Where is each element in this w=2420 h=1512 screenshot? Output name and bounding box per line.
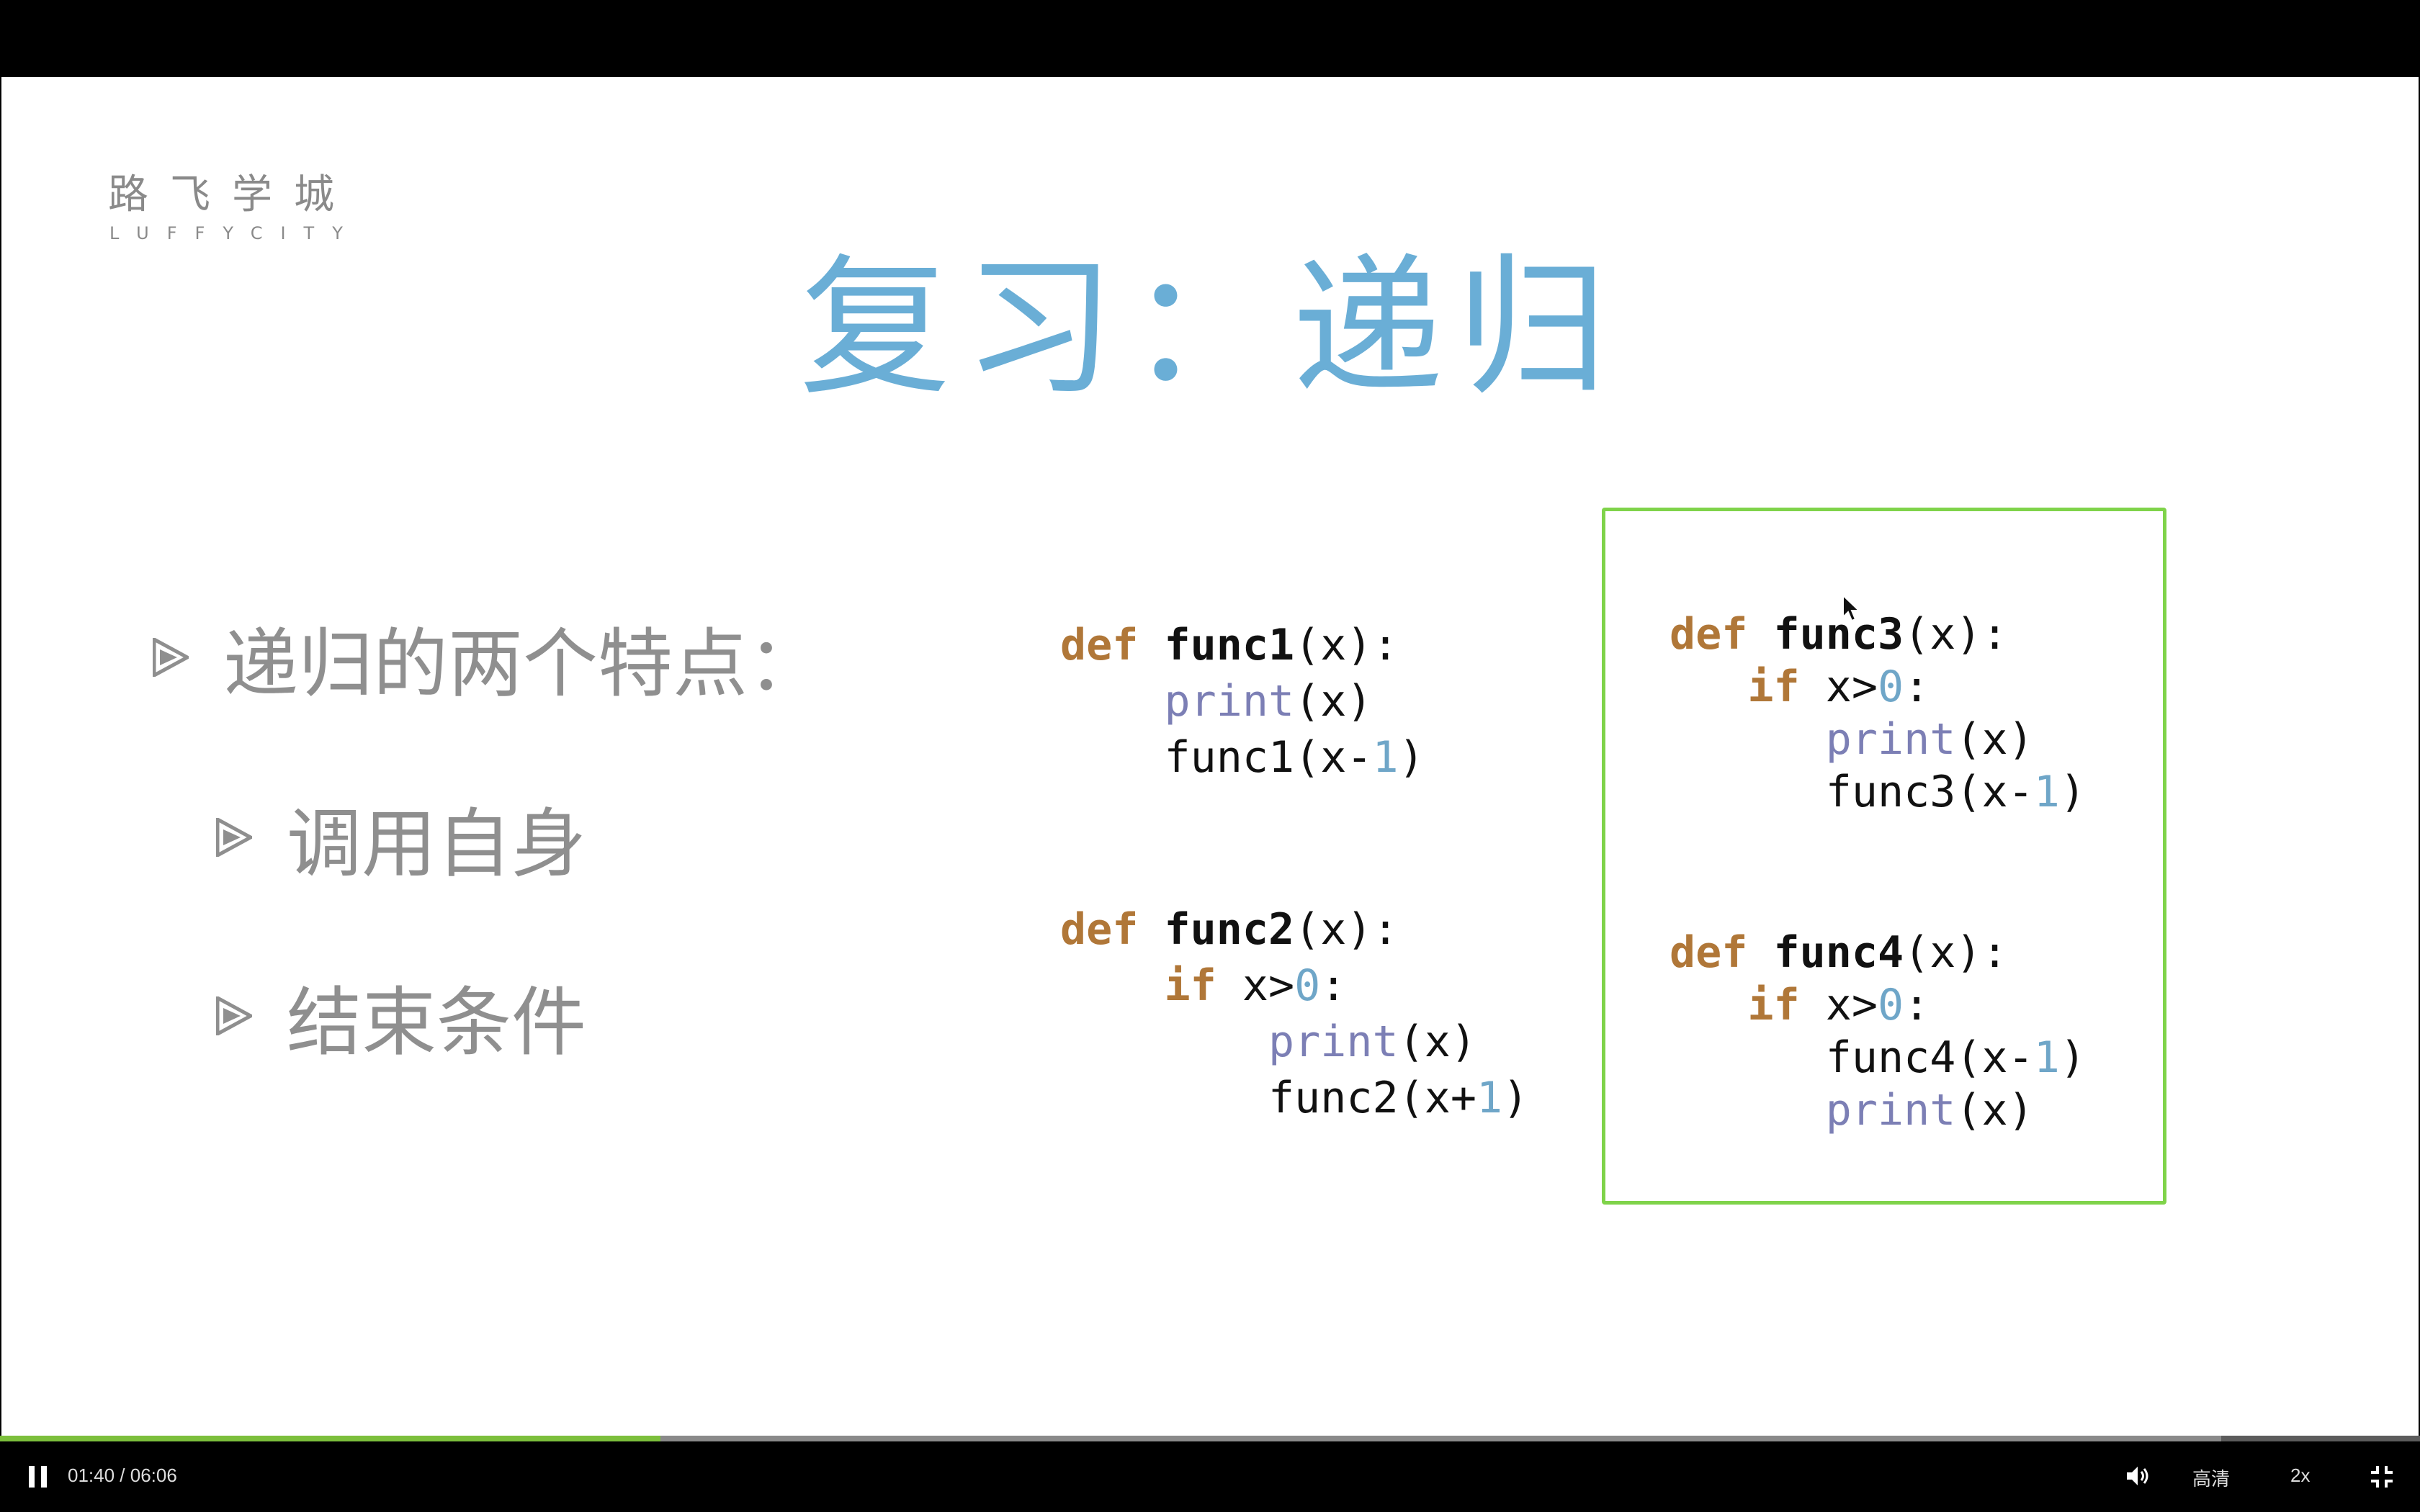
progress-buffered bbox=[0, 1436, 2222, 1441]
signature: (x): bbox=[1294, 620, 1399, 670]
colon: : bbox=[1904, 980, 1930, 1030]
progress-played bbox=[0, 1436, 661, 1441]
builtin: print bbox=[1164, 676, 1295, 726]
paren: ) bbox=[2059, 767, 2086, 817]
slide-title: 复习：递归 bbox=[799, 240, 1621, 416]
code-block-func1: def func1(x): print(x) func1(x-1) bbox=[1060, 617, 1425, 786]
speed-button[interactable]: 2x bbox=[2290, 1464, 2311, 1486]
function-name: func3 bbox=[1773, 609, 1904, 660]
colon: : bbox=[1320, 960, 1347, 1011]
quality-button[interactable]: 高清 bbox=[2192, 1468, 2231, 1490]
condition: x> bbox=[1216, 960, 1295, 1011]
keyword-if: if bbox=[1747, 980, 1800, 1030]
triangle-bullet-icon bbox=[153, 637, 189, 677]
pause-icon[interactable] bbox=[29, 1466, 50, 1488]
call: func1(x- bbox=[1164, 732, 1373, 783]
bullet-sub-2: 结束条件 bbox=[216, 961, 586, 1070]
condition: x> bbox=[1799, 980, 1878, 1030]
arg: (x) bbox=[1398, 1017, 1476, 1067]
arg: (x) bbox=[1955, 714, 2034, 765]
builtin: print bbox=[1825, 714, 1956, 765]
bullet-sub-1-text: 调用自身 bbox=[287, 800, 587, 888]
number: 0 bbox=[1878, 980, 1904, 1030]
keyword: def bbox=[1670, 609, 1748, 660]
player-controls: 01:40 / 06:06 高清 2x bbox=[0, 1441, 2420, 1512]
paren: ) bbox=[1398, 732, 1425, 783]
code-block-func3: def func3(x): if x>0: print(x) func3(x-1… bbox=[1670, 608, 2086, 819]
number: 0 bbox=[1294, 960, 1321, 1011]
logo-chinese: 路飞学城 bbox=[108, 171, 356, 218]
number: 1 bbox=[2033, 1032, 2060, 1083]
function-name: func2 bbox=[1164, 904, 1295, 955]
code-block-func2: def func2(x): if x>0: print(x) func2(x+1… bbox=[1060, 901, 1528, 1126]
call: func4(x- bbox=[1825, 1032, 2034, 1083]
function-name: func4 bbox=[1773, 927, 1904, 978]
keyword-if: if bbox=[1164, 960, 1216, 1011]
number: 1 bbox=[1372, 732, 1399, 783]
logo-english: LUFFYCITY bbox=[109, 223, 361, 243]
keyword: def bbox=[1060, 620, 1139, 670]
paren: ) bbox=[2059, 1032, 2086, 1083]
keyword-if: if bbox=[1747, 662, 1800, 712]
bullet-sub-2-text: 结束条件 bbox=[287, 978, 587, 1066]
volume-icon[interactable] bbox=[2125, 1463, 2151, 1493]
colon: : bbox=[1904, 662, 1930, 712]
condition: x> bbox=[1799, 662, 1878, 712]
fullscreen-exit-icon[interactable] bbox=[2370, 1464, 2394, 1493]
progress-bar[interactable] bbox=[0, 1436, 2420, 1441]
highlight-box bbox=[1602, 508, 2166, 1205]
keyword: def bbox=[1670, 927, 1748, 978]
number: 0 bbox=[1878, 662, 1904, 712]
bullet-main: 递归的两个特点： bbox=[153, 603, 823, 711]
keyword: def bbox=[1060, 904, 1139, 955]
number: 1 bbox=[1476, 1073, 1503, 1123]
signature: (x): bbox=[1294, 904, 1399, 955]
signature: (x): bbox=[1904, 927, 2008, 978]
arg: (x) bbox=[1294, 676, 1373, 726]
bullet-main-text: 递归的两个特点： bbox=[223, 620, 823, 708]
time-display: 01:40 / 06:06 bbox=[68, 1464, 177, 1486]
call: func2(x+ bbox=[1268, 1073, 1476, 1123]
triangle-bullet-icon bbox=[216, 996, 252, 1035]
call: func3(x- bbox=[1825, 767, 2034, 817]
bullet-sub-1: 调用自身 bbox=[216, 783, 586, 891]
arg: (x) bbox=[1955, 1085, 2034, 1135]
code-block-func4: def func4(x): if x>0: func4(x-1) print(x… bbox=[1670, 927, 2086, 1137]
builtin: print bbox=[1825, 1085, 1956, 1135]
number: 1 bbox=[2033, 767, 2060, 817]
builtin: print bbox=[1268, 1017, 1399, 1067]
slide: 路飞学城 LUFFYCITY 复习：递归 递归的两个特点： 调用自身 结束条件 … bbox=[1, 77, 2419, 1436]
triangle-bullet-icon bbox=[216, 817, 252, 857]
mouse-cursor-icon bbox=[1842, 593, 1861, 626]
paren: ) bbox=[1502, 1073, 1529, 1123]
signature: (x): bbox=[1904, 609, 2008, 660]
function-name: func1 bbox=[1164, 620, 1295, 670]
